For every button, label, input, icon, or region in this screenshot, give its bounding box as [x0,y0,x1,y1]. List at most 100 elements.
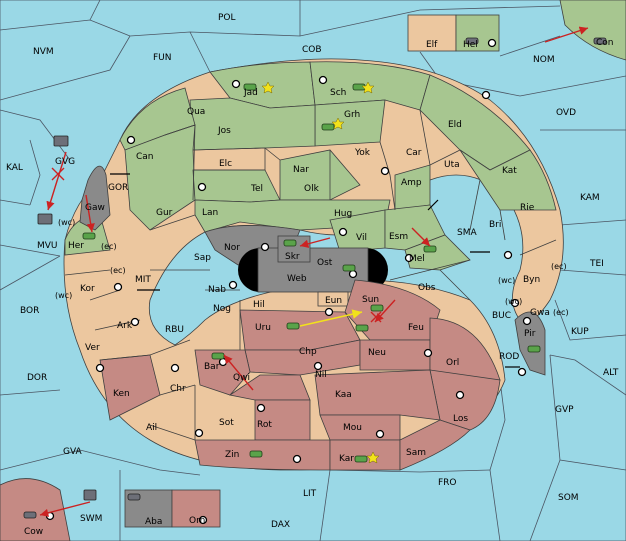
label-gwa: Gwa [530,308,550,318]
province-borders [64,109,557,441]
elf-territory[interactable] [407,14,457,52]
label-los: Los [453,414,468,424]
passage-arrows [110,173,520,368]
label-qua: Qua [187,107,205,117]
label-orn: Orn [189,516,205,526]
label-kat: Kat [502,166,517,176]
label-kaa: Kaa [335,390,352,400]
kat-territory[interactable] [459,149,557,211]
label-mel: Mel [409,254,425,264]
label-pol: POL [218,13,236,23]
label-byn-ec: (ec) [551,262,567,271]
label-rie: Rie [520,203,535,213]
label-sam: Sam [406,448,426,458]
label-dax: DAX [271,520,290,530]
label-hug: Hug [334,209,352,219]
pir-territory[interactable] [514,311,546,376]
label-nar: Nar [293,165,309,175]
label-skr: Skr [285,252,300,262]
mel-territory[interactable] [404,234,471,271]
label-gva: GVA [63,447,83,457]
label-kor-ec: (ec) [110,266,126,275]
qwi-territory[interactable] [228,374,311,401]
units [23,37,607,519]
label-nab: Nab [208,285,226,295]
order-arrows [39,26,589,517]
label-nom: NOM [533,55,555,65]
support-arrow [299,309,363,327]
kaa-territory[interactable] [314,369,441,421]
label-kup: KUP [571,327,589,337]
label-sot: Sot [219,418,234,428]
label-gor: GOR [108,183,128,193]
label-nog: Nog [213,304,231,314]
label-cow: Cow [24,527,43,537]
label-chp: Chp [299,347,317,357]
label-her: Her [68,241,84,251]
cow-territory[interactable] [0,478,71,541]
label-kor: Kor [80,284,95,294]
label-elf: Elf [426,40,438,50]
label-alt: ALT [603,368,619,378]
label-gvg: GVG [55,157,75,167]
sam-territory[interactable] [399,419,471,471]
label-kar: Kar [339,454,354,464]
grh-territory[interactable] [314,99,386,147]
label-vil: Vil [356,233,367,243]
bar-territory[interactable] [194,349,251,396]
tel-territory[interactable] [192,169,281,203]
label-gaw: Gaw [85,203,105,213]
label-mvu: MVU [37,241,58,251]
label-ail: Ail [146,423,157,433]
olk-territory[interactable] [279,149,361,201]
label-web: Web [287,274,307,284]
label-gwa-ec: (ec) [553,308,569,317]
label-her-ec: (ec) [101,242,117,251]
label-ark: Ark [117,321,133,331]
label-uru: Uru [255,323,271,333]
dislodge-stars [261,81,380,464]
label-gwa-wc: (wc) [505,297,522,306]
label-hel: Hel [463,40,478,50]
label-gvp: GVP [555,405,574,415]
label-dor: DOR [27,373,47,383]
label-uta: Uta [444,160,460,170]
label-swm: SWM [80,514,102,524]
eun-territory[interactable] [317,291,349,307]
label-rbu: RBU [165,325,184,335]
label-lan: Lan [202,208,218,218]
label-chr: Chr [170,384,186,394]
label-lit: LIT [303,489,317,499]
label-ken: Ken [113,389,130,399]
label-sun: Sun [362,295,379,305]
label-nvm: NVM [33,47,54,57]
label-kam: KAM [580,193,600,203]
label-jad: Jad [243,88,258,98]
label-eun: Eun [325,296,342,306]
label-buc: BUC [492,311,511,321]
label-sap: Sap [194,253,211,263]
label-olk: Olk [304,184,320,194]
label-yok: Yok [354,148,371,158]
label-ost: Ost [317,258,333,268]
label-rot: Rot [257,420,272,430]
label-jos: Jos [217,126,231,136]
label-som: SOM [558,493,579,503]
label-cob: COB [302,45,322,55]
label-tei: TEI [589,259,604,269]
label-mit: MIT [135,275,151,285]
label-fun: FUN [153,53,172,63]
label-pir: Pir [524,329,536,339]
label-elc: Elc [219,159,232,169]
label-bor: BOR [20,306,39,316]
label-rod: ROD [499,352,519,362]
orn-territory[interactable] [171,489,221,528]
label-bar: Bar [204,362,220,372]
label-mou: Mou [343,423,362,433]
label-byn-wc: (wc) [498,276,515,285]
label-nil: Nil [315,370,327,380]
zin-territory[interactable] [194,439,331,471]
label-kor-wc: (wc) [55,291,72,300]
